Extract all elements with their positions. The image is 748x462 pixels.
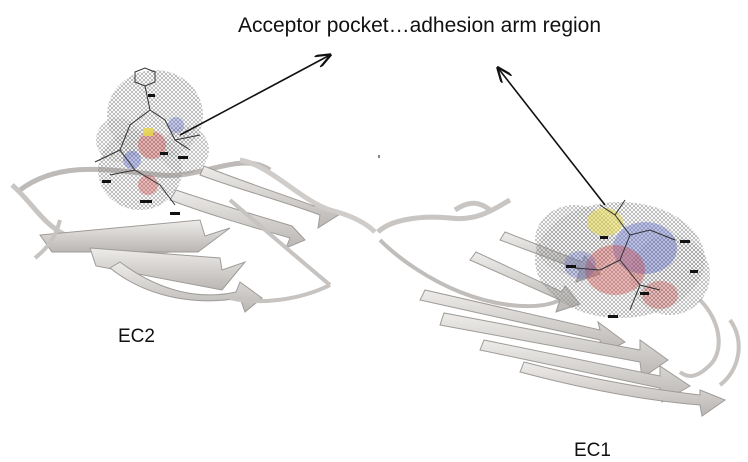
ec2-label: EC2 — [118, 326, 155, 348]
arrow-icon — [498, 68, 605, 205]
ec2-ribbon-structure — [12, 160, 375, 312]
ec1-adhesion-arm-surface — [535, 200, 710, 318]
ec2-acceptor-pocket-surface — [95, 68, 209, 215]
arrow-icon — [180, 55, 330, 135]
ec1-label: EC1 — [574, 440, 611, 462]
stray-mark — [378, 155, 380, 158]
